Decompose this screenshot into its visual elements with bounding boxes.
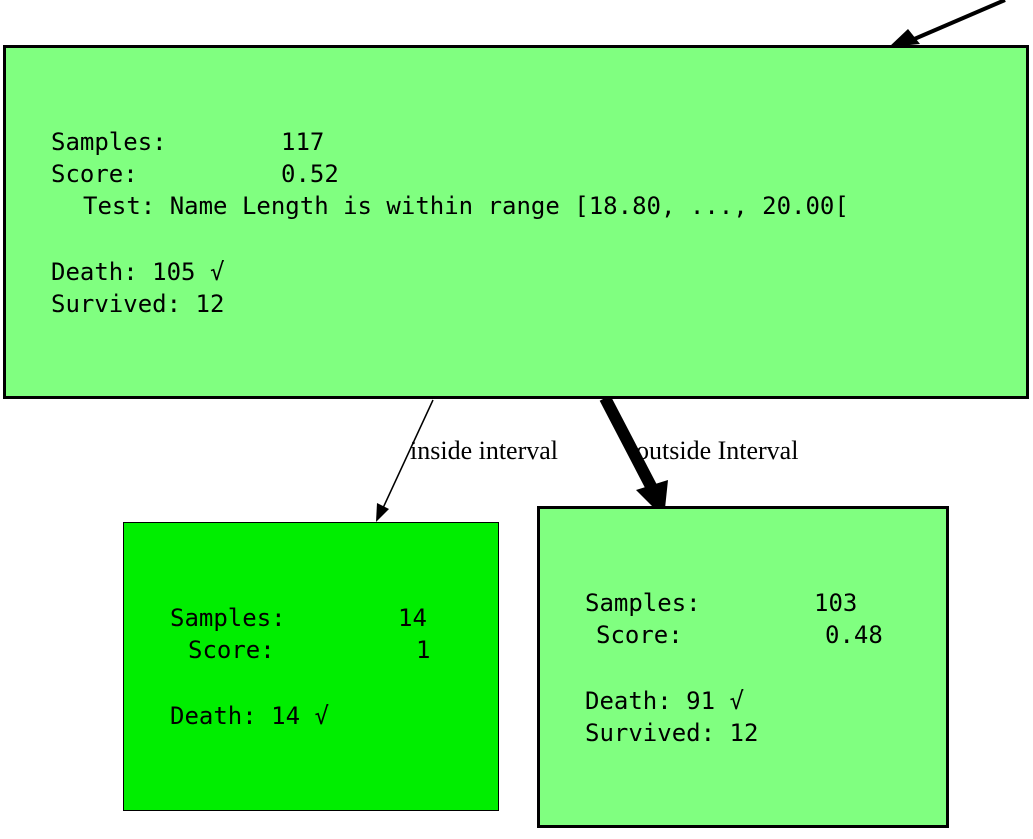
edge-inside-interval-arrowhead bbox=[376, 503, 389, 522]
root-death: Death: 105 √ bbox=[51, 258, 225, 286]
edge-outside-interval bbox=[599, 395, 661, 497]
incoming-edge-arrowhead bbox=[889, 29, 920, 47]
left-samples-value: 14 bbox=[398, 604, 427, 632]
root-survived: Survived: 12 bbox=[51, 290, 225, 318]
right-samples-label: Samples: bbox=[585, 589, 701, 617]
right-samples-value: 103 bbox=[814, 589, 858, 617]
left-samples-label: Samples: bbox=[170, 604, 286, 632]
left-score-value: 1 bbox=[416, 636, 431, 664]
incoming-edge bbox=[911, 0, 1006, 42]
edge-label-outside-interval: outside Interval bbox=[636, 436, 799, 465]
right-death: Death: 91 √ bbox=[585, 687, 744, 715]
edge-inside-interval bbox=[382, 399, 434, 509]
root-node: Samples: 117 Score: 0.52 Test: Name Leng… bbox=[3, 45, 1029, 399]
right-survived: Survived: 12 bbox=[585, 719, 759, 747]
left-child-node: Samples: 14 Score: 1 Death: 14 √ bbox=[123, 522, 499, 811]
left-score-label: Score: bbox=[188, 636, 275, 664]
right-score-value: 0.48 bbox=[825, 621, 883, 649]
root-score-label: Score: bbox=[51, 160, 138, 188]
left-death: Death: 14 √ bbox=[170, 702, 329, 730]
root-score-value: 0.52 bbox=[281, 160, 339, 188]
root-samples-label: Samples: bbox=[51, 128, 167, 156]
root-test: Test: Name Length is within range [18.80… bbox=[83, 192, 849, 220]
root-samples-value: 117 bbox=[281, 128, 325, 156]
edge-label-inside-interval: inside interval bbox=[410, 436, 559, 465]
right-score-label: Score: bbox=[596, 621, 683, 649]
right-child-node: Samples: 103 Score: 0.48 Death: 91 √ Sur… bbox=[537, 506, 949, 828]
